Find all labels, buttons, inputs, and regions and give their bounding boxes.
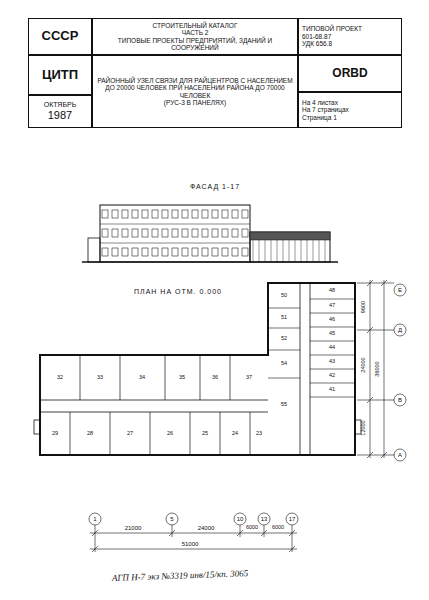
- cell-text: РАЙОННЫЙ УЗЕЛ СВЯЗИ ДЛЯ РАЙЦЕНТРОВ С НАС…: [96, 77, 294, 99]
- cell-text: На 4 листах: [302, 99, 398, 106]
- cell-text: УДК 656.8: [302, 40, 398, 47]
- cell-text: 1987: [32, 109, 88, 122]
- cell-text: 601-68.87: [302, 33, 398, 40]
- project-cell: ТИПОВОЙ ПРОЕКТ601-68.87УДК 656.8: [298, 18, 402, 55]
- room-number: 36: [212, 375, 218, 381]
- facade: [82, 205, 338, 262]
- dimension: 6000: [272, 525, 284, 531]
- room-number: 33: [97, 375, 103, 381]
- room-number: 47: [329, 303, 335, 309]
- view-title: ПЛАН НА ОТМ. 0.000: [134, 288, 222, 295]
- cell-text: ТИПОВЫЕ ПРОЕКТЫ ПРЕДПРИЯТИЙ, ЗДАНИЙ И СО…: [96, 37, 294, 52]
- room-number: 34: [139, 375, 145, 381]
- room-number: 46: [329, 317, 335, 323]
- axis-mark: Е: [398, 287, 402, 293]
- org-cell: СССР: [28, 18, 92, 55]
- code-cell: ORBD: [298, 55, 402, 92]
- axis-mark: 1: [93, 516, 96, 522]
- room-number: 42: [329, 373, 335, 379]
- dimension: 6000: [246, 525, 258, 531]
- axis-mark: В: [398, 397, 402, 403]
- cell-text: На 7 страницах: [302, 106, 398, 113]
- archive-note: АГП Н-7 экз №3319 инв/15/кп. 3065: [112, 569, 248, 583]
- dimensions: [89, 280, 406, 552]
- cell-text: СССР: [32, 29, 88, 44]
- floor-plan: [34, 283, 361, 455]
- room-number: 26: [167, 431, 173, 437]
- room-number: 24: [232, 431, 238, 437]
- dimension: 51000: [182, 541, 199, 547]
- cell-text: СТРОИТЕЛЬНЫЙ КАТАЛОГ: [96, 22, 294, 29]
- cell-text: ЧАСТЬ 2: [96, 29, 294, 36]
- dimension: 36000: [375, 361, 381, 376]
- room-number: 43: [329, 359, 335, 365]
- room-number: 37: [246, 375, 252, 381]
- org-cell: ЦИТП: [28, 55, 92, 95]
- title-cell: РАЙОННЫЙ УЗЕЛ СВЯЗИ ДЛЯ РАЙЦЕНТРОВ С НАС…: [92, 55, 298, 128]
- cell-text: (РУС-3 В ПАНЕЛЯХ): [96, 99, 294, 106]
- cell-text: ОКТЯБРЬ: [32, 101, 88, 109]
- dimension: 24000: [198, 525, 215, 531]
- sheet-cell: На 4 листахНа 7 страницахСтраница 1: [298, 92, 402, 128]
- room-number: 48: [329, 288, 335, 294]
- cell-text: ЦИТП: [32, 68, 88, 83]
- room-number: 51: [281, 315, 287, 321]
- dimension: 12000: [361, 420, 367, 435]
- room-number: 32: [57, 375, 63, 381]
- room-number: 50: [281, 293, 287, 299]
- dimension: 9600: [361, 301, 367, 313]
- room-number: 35: [179, 375, 185, 381]
- view-title: ФАСАД 1-17: [190, 183, 240, 190]
- room-number: 23: [256, 431, 262, 437]
- room-number: 29: [52, 431, 58, 437]
- axis-mark: 17: [289, 516, 296, 522]
- date-cell: ОКТЯБРЬ1987: [28, 95, 92, 128]
- room-number: 41: [329, 387, 335, 393]
- dimension: 24000: [361, 357, 367, 372]
- cell-text: ТИПОВОЙ ПРОЕКТ: [302, 25, 398, 32]
- room-number: 27: [127, 431, 133, 437]
- room-number: 44: [329, 345, 335, 351]
- axis-mark: Д: [398, 327, 402, 333]
- cell-text: Страница 1: [302, 114, 398, 121]
- room-number: 25: [202, 431, 208, 437]
- room-number: 45: [329, 331, 335, 337]
- room-number: 55: [281, 402, 287, 408]
- axis-mark: 10: [237, 516, 244, 522]
- axis-mark: 13: [261, 516, 268, 522]
- axis-mark: А: [398, 452, 402, 458]
- room-number: 54: [281, 361, 287, 367]
- room-number: 28: [87, 431, 93, 437]
- dimension: 21000: [125, 525, 142, 531]
- room-number: 52: [281, 336, 287, 342]
- cell-text: ORBD: [302, 67, 398, 81]
- catalog-cell: СТРОИТЕЛЬНЫЙ КАТАЛОГЧАСТЬ 2ТИПОВЫЕ ПРОЕК…: [92, 18, 298, 55]
- axis-mark: 5: [170, 516, 173, 522]
